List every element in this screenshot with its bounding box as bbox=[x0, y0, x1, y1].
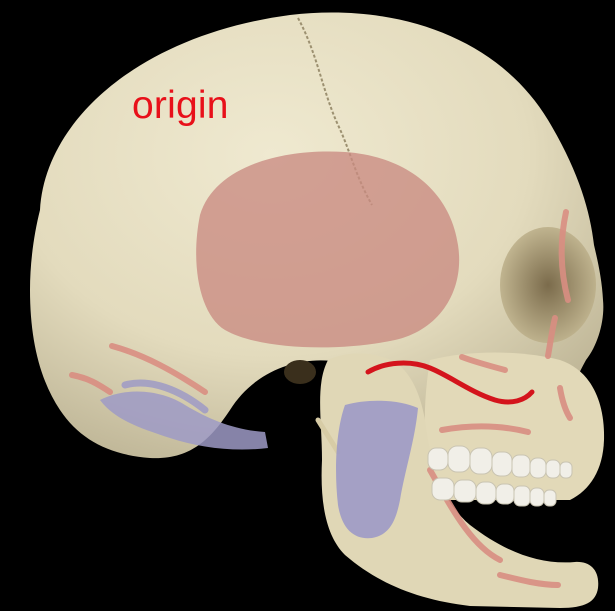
external-acoustic-meatus bbox=[284, 360, 316, 384]
origin-label: origin bbox=[132, 86, 229, 125]
orbit bbox=[500, 227, 596, 343]
temporalis-origin-area bbox=[196, 151, 459, 347]
